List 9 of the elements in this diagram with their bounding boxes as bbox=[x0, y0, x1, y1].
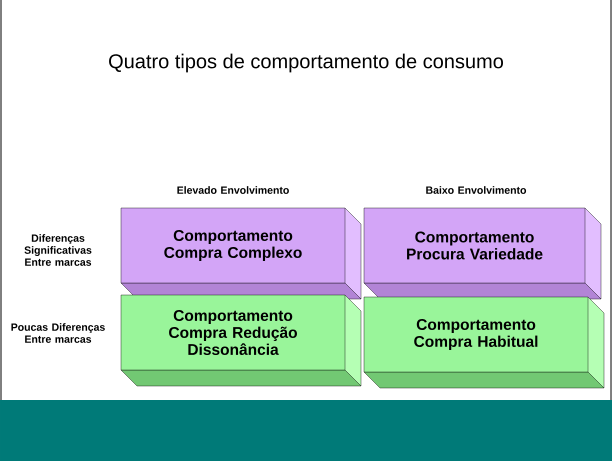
block-box: Comportamento Compra Habitual bbox=[364, 296, 604, 388]
block-box: Comportamento Compra Complexo bbox=[120, 208, 362, 300]
axis-label: Diferenças Significativas Entre marcas bbox=[24, 234, 92, 266]
block-box: Comportamento Compra Redução Dissonância bbox=[120, 294, 362, 386]
block-box: Comportamento Procura Variedade bbox=[364, 208, 602, 300]
axis-label: Elevado Envolvimento bbox=[177, 186, 289, 194]
axis-label: Poucas Diferenças Entre marcas bbox=[11, 323, 105, 343]
title: Quatro tipos de comportamento de consumo bbox=[109, 54, 503, 72]
axis-label: Baixo Envolvimento bbox=[426, 186, 526, 194]
